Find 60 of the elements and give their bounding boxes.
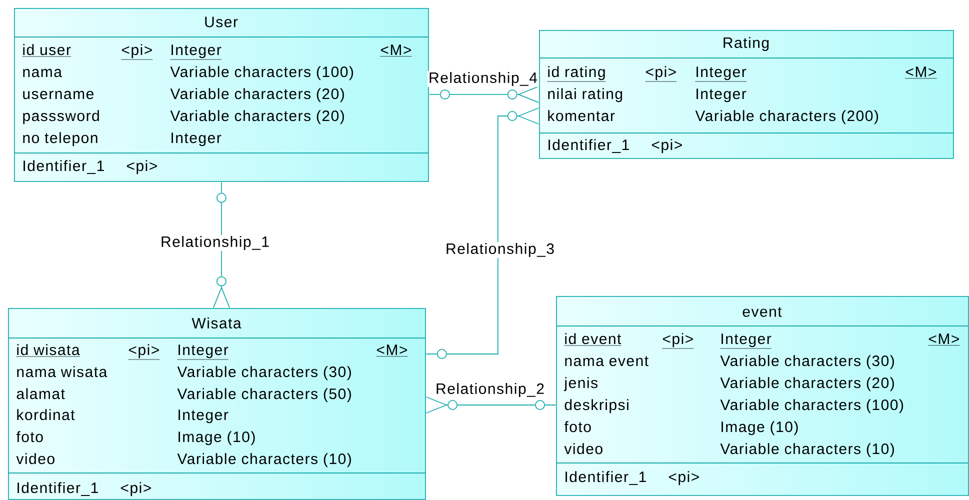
edge-label: Relationship_3: [444, 242, 556, 258]
entity-title: User: [205, 16, 238, 28]
attribute-name: id rating: [547, 66, 606, 82]
entity-title: event: [742, 307, 782, 317]
entity-title: Wisata: [192, 317, 242, 328]
relationship-line: [428, 86, 539, 103]
data-type: Variable characters (30): [177, 366, 351, 380]
identifier-name: Identifier_1: [548, 139, 629, 153]
data-type: Integer: [720, 334, 772, 349]
key-marker: <pi>: [126, 160, 157, 174]
relationship-line: [213, 182, 230, 308]
data-type: Variable characters (20): [170, 88, 344, 102]
data-type: Integer: [177, 344, 229, 360]
data-type: Integer: [178, 410, 228, 424]
key-marker: <pi>: [120, 482, 151, 496]
attribute-name: video: [564, 443, 602, 454]
attribute-name: id wisata: [16, 344, 80, 357]
attribute-name: alamat: [16, 388, 65, 400]
edge-label: Relationship_4: [428, 71, 538, 87]
data-type: Integer: [170, 44, 222, 60]
key-marker: <pi>: [668, 471, 699, 486]
attribute-name: foto: [16, 431, 43, 442]
attribute-name: nama event: [565, 356, 648, 366]
edge-label: Relationship_2: [434, 382, 546, 398]
data-type: Integer: [172, 132, 222, 146]
entity-title: Rating: [724, 37, 769, 51]
attribute-name: nama: [23, 68, 62, 78]
data-type: Variable characters (100): [720, 399, 904, 414]
data-type: Image (10): [722, 421, 798, 436]
attribute-name: video: [16, 453, 54, 464]
key-marker: <pi>: [652, 139, 682, 154]
data-type: Variable characters (100): [170, 66, 354, 80]
data-type: Variable characters (50): [177, 388, 351, 402]
attribute-name: komentar: [548, 110, 615, 122]
attribute-name: id event: [564, 333, 622, 346]
data-type: Variable characters (20): [720, 377, 894, 392]
data-type: Variable characters (20): [170, 110, 344, 124]
attribute-name: jenis: [564, 377, 598, 392]
attribute-name: id user: [22, 44, 72, 57]
data-type: Variable characters (10): [720, 443, 894, 458]
data-type: Integer: [696, 88, 746, 102]
attribute-name: no telepon: [23, 132, 98, 146]
data-type: Integer: [695, 66, 747, 82]
attribute-name: passsword: [23, 110, 99, 124]
identifier-name: Identifier_1: [566, 471, 646, 485]
attribute-name: username: [23, 90, 94, 100]
attribute-name: nilai rating: [548, 88, 622, 102]
data-type: Image (10): [178, 431, 255, 446]
data-type: Variable characters (10): [177, 453, 351, 468]
attribute-name: nama wisata: [17, 366, 108, 378]
identifier-name: Identifier_1: [18, 482, 98, 496]
attribute-name: deskripsi: [564, 399, 628, 414]
identifier-name: Identifier_1: [24, 160, 104, 174]
data-type: Variable characters (200): [695, 110, 878, 124]
relationship-line: [426, 396, 556, 414]
attribute-name: foto: [564, 421, 591, 432]
edge-label: Relationship_1: [160, 235, 270, 251]
relationship-line: [426, 108, 539, 359]
attribute-name: kordinat: [17, 409, 75, 420]
data-type: Variable characters (30): [720, 355, 894, 370]
